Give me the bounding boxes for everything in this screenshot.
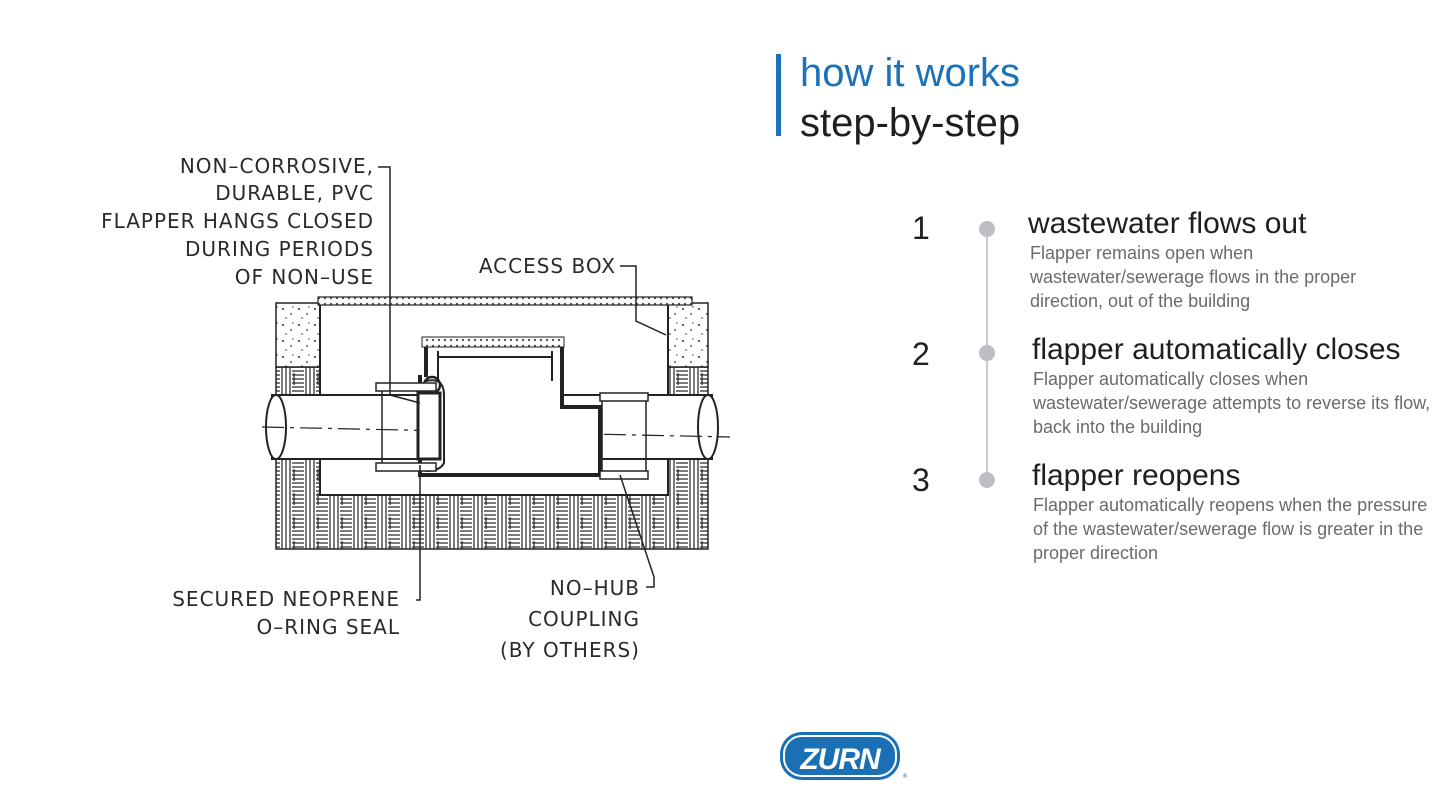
step-2-description: Flapper automatically closes when wastew…: [1033, 369, 1431, 437]
step-3-description: Flapper automatically reopens when the p…: [1033, 495, 1428, 563]
flapper-callout-line5: OF NON–USE: [235, 265, 374, 289]
access-box-callout: ACCESS BOX: [479, 254, 616, 278]
step-2-heading: flapper automatically closes: [1032, 333, 1401, 366]
step-3-number: 3: [912, 462, 930, 498]
title-line1: how it works: [800, 51, 1021, 95]
logo-wordmark: ZURN: [799, 743, 882, 776]
title-accent-bar: [776, 54, 781, 136]
svg-text:®: ®: [902, 773, 908, 780]
zurn-logo: ZURN ®: [778, 728, 908, 784]
valve-cross-section: NON–CORROSIVE, DURABLE, PVC FLAPPER HANG…: [101, 154, 731, 662]
flapper-callout-line4: DURING PERIODS: [185, 237, 374, 261]
flapper-callout-line3: FLAPPER HANGS CLOSED: [101, 209, 374, 233]
seal-callout-line1: SECURED NEOPRENE: [172, 587, 400, 611]
step-1-description: Flapper remains open when wastewater/sew…: [1030, 243, 1357, 311]
step-2-dot: [979, 345, 995, 361]
seal-callout-line2: O–RING SEAL: [256, 615, 400, 639]
coupling-callout-line2: COUPLING: [528, 607, 640, 631]
coupling-callout-line3: (BY OTHERS): [500, 638, 640, 662]
step-1-number: 1: [912, 210, 930, 246]
flapper-callout-line2: DURABLE, PVC: [215, 181, 374, 205]
step-2-number: 2: [912, 336, 930, 372]
backwater-valve-diagram: NON–CORROSIVE, DURABLE, PVC FLAPPER HANG…: [40, 145, 760, 675]
coupling-callout-line1: NO–HUB: [550, 576, 640, 600]
step-3-dot: [979, 472, 995, 488]
step-1-heading: wastewater flows out: [1028, 207, 1307, 240]
flapper-callout-line1: NON–CORROSIVE,: [180, 154, 374, 178]
step-3-heading: flapper reopens: [1032, 459, 1241, 492]
step-1-dot: [979, 221, 995, 237]
title-line2: step-by-step: [800, 101, 1021, 145]
